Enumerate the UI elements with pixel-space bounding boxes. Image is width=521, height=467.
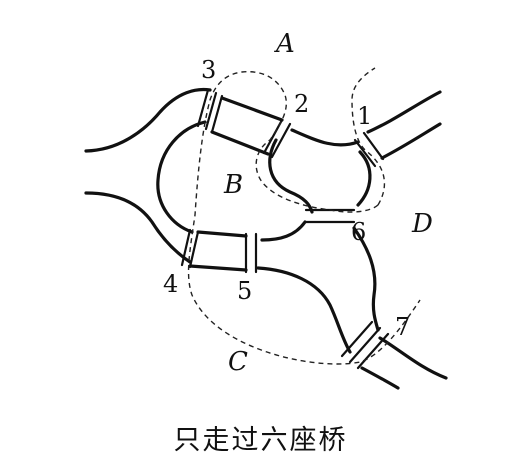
shore-d-upper [356,150,372,207]
bridge-label-4: 4 [163,270,178,298]
bridge-4 [180,228,200,269]
bridge-3 [196,88,224,134]
island-b-left-edge [196,230,248,238]
shore-upper-right [290,128,360,147]
island-b-top-edge [210,130,270,156]
bridge-label-1: 1 [357,102,372,130]
region-label-c: C [228,347,248,377]
bridge-5 [244,232,258,274]
shore-lower-left [84,191,192,264]
bridge-label-2: 2 [294,90,309,118]
shore-upper-mid [220,96,284,122]
bridge-2 [262,118,292,159]
shore-d-top [380,122,442,160]
walking-route [187,67,421,365]
shore-lower-right [378,336,448,380]
shore-upper-far-right [366,90,442,134]
bridge-7 [340,320,390,370]
bridge-label-5: 5 [237,277,252,305]
region-label-a: A [274,29,295,59]
konigsberg-bridge-diagram: A B C D 3 2 1 6 4 5 7 [84,29,448,390]
bridge-1 [353,131,385,168]
figure-caption: 只走过六座桥 [173,425,348,456]
island-b-lower-edge [188,264,248,272]
shore-lower-mid [256,266,352,354]
shore-lower-far-right [360,366,400,390]
shore-d-lower [352,226,380,332]
region-label-b: B [223,170,243,200]
bridges [180,88,390,370]
island-b-shore [156,120,207,234]
region-label-d: D [411,209,433,239]
island-b-bottom [260,220,307,242]
bridge-label-3: 3 [201,56,216,84]
island-b-right [268,138,314,214]
bridge-label-6: 6 [351,218,366,246]
river-shores [84,87,448,390]
shore-upper-left [84,87,212,153]
bridge-label-7: 7 [395,313,410,341]
